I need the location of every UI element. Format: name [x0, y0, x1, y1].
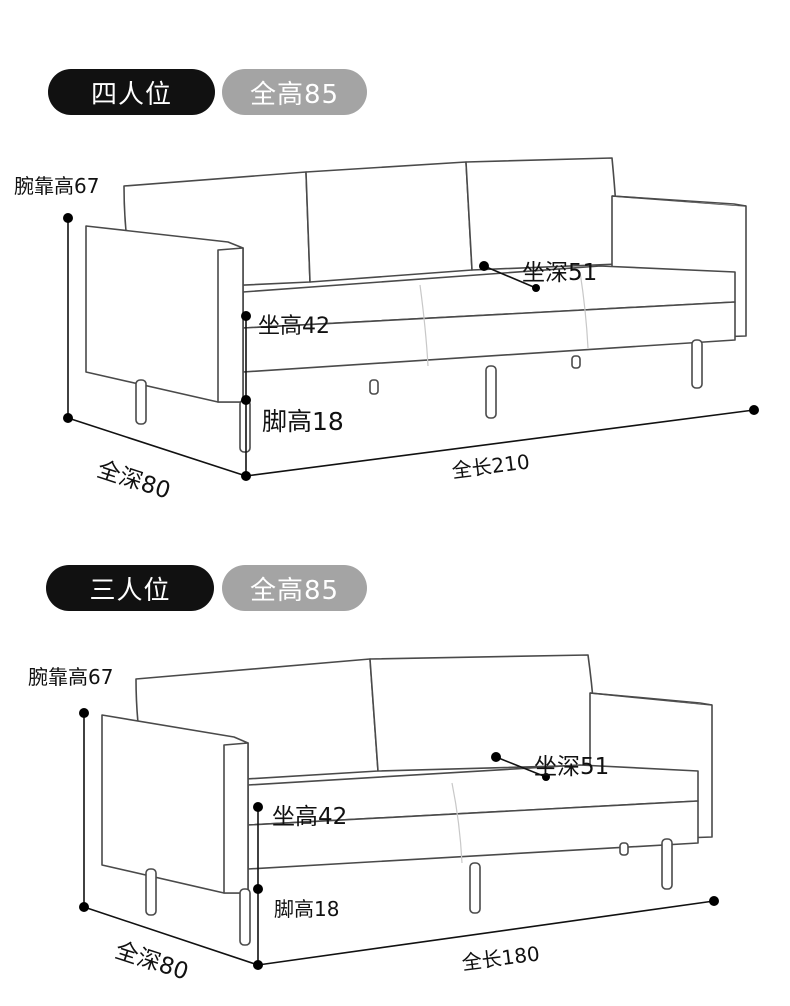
leg-height-label: 脚高18 [274, 897, 340, 921]
seat-type-badge: 三人位 [46, 565, 214, 611]
dimension-dot [749, 405, 759, 415]
dimension-dot [241, 395, 251, 405]
dimension-dot [63, 213, 73, 223]
dimension-dot [63, 413, 73, 423]
seat-type-label: 四人位 [90, 79, 172, 110]
sofa-leg [469, 862, 481, 914]
seat-type-label: 三人位 [89, 575, 171, 606]
back-cushion [305, 161, 473, 283]
dimension-dot [253, 884, 263, 894]
total-height-badge: 全高85 [222, 69, 367, 115]
dimension-dot [709, 896, 719, 906]
leg-height-label: 脚高18 [262, 407, 344, 436]
cushion-seam [451, 782, 463, 864]
sofa-leg [135, 379, 147, 425]
dimension-dot [79, 708, 89, 718]
three-seat-panel: 三人位 全高85 腕靠高67 坐 [0, 503, 790, 1006]
dimension-dot [79, 902, 89, 912]
sofa-leg [619, 842, 629, 856]
sofa-leg [239, 888, 251, 946]
dimension-dot [241, 311, 251, 321]
arm-height-label: 腕靠高67 [14, 174, 100, 198]
cushion-seam [579, 271, 589, 349]
dimension-dot [542, 773, 550, 781]
seat-depth-label: 坐深51 [522, 260, 598, 286]
right-arm-top [589, 692, 713, 706]
sofa-leg [571, 355, 581, 369]
dimension-dot [253, 802, 263, 812]
seat-depth-line [495, 756, 547, 778]
sofa-drawing [79, 654, 719, 970]
left-arm-front [217, 247, 244, 403]
seat-depth-label: 坐深51 [534, 754, 610, 780]
seat-depth-line [483, 265, 537, 289]
depth-line [67, 417, 247, 477]
length-line [245, 409, 755, 477]
dimension-dot [532, 284, 540, 292]
sofa-leg [691, 339, 703, 389]
seat-type-badge: 四人位 [48, 69, 215, 115]
dimension-dot [479, 261, 489, 271]
sofa-drawing [63, 157, 759, 481]
depth-line [83, 906, 259, 966]
sofa-leg [485, 365, 497, 419]
dimension-dot [241, 471, 251, 481]
left-arm-front [223, 742, 249, 894]
cushion-seam [419, 284, 429, 367]
right-arm-top [611, 195, 747, 207]
total-height-badge: 全高85 [222, 565, 367, 611]
sofa-leg [661, 838, 673, 890]
length-line [257, 900, 715, 966]
sofa-leg [369, 379, 379, 395]
seat-height-label: 坐高42 [272, 804, 348, 830]
seat-height-label: 坐高42 [258, 314, 330, 339]
four-seat-panel: 四人位 全高85 [14, 69, 759, 505]
arm-height-label: 腕靠高67 [28, 665, 114, 689]
dimension-dot [491, 752, 501, 762]
total-height-label: 全高85 [249, 575, 340, 606]
total-height-label: 全高85 [249, 79, 340, 110]
sofa-leg [239, 399, 251, 453]
dimension-dot [253, 960, 263, 970]
sofa-leg [145, 868, 157, 916]
